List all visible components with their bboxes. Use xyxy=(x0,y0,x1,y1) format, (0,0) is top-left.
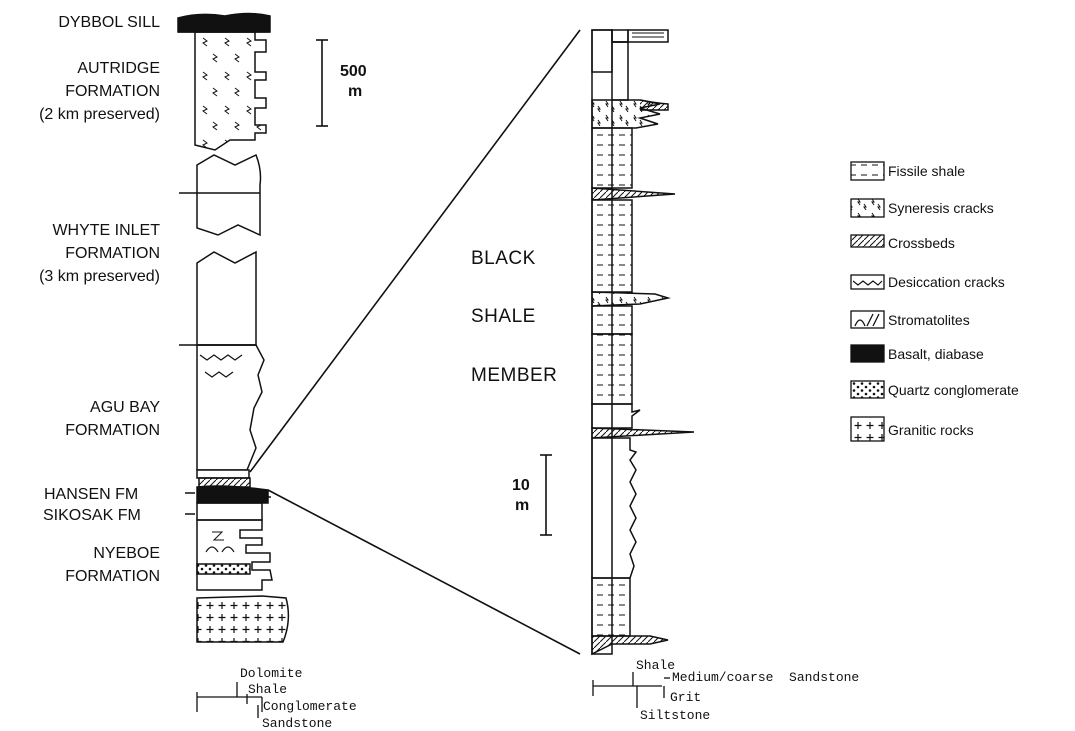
axis-r-siltstone-label: Siltstone xyxy=(640,708,711,723)
hansen-basalt-bed xyxy=(196,485,269,504)
axis-dolomite-label: Dolomite xyxy=(240,666,303,681)
right-stratigraphic-column xyxy=(591,29,695,656)
agu-bay-top-sandstone xyxy=(196,469,250,479)
autridge-formation-word: FORMATION xyxy=(65,83,160,100)
legend-syneresis-label: Syneresis cracks xyxy=(888,200,994,216)
nyeboe-formation-word: FORMATION xyxy=(65,568,160,585)
fissile-shale-interval-4 xyxy=(591,333,633,405)
stromatolite-lens xyxy=(198,477,251,488)
legend-syneresis-swatch xyxy=(850,198,885,218)
crossbed-base-bed xyxy=(591,635,669,656)
agu-bay-formation-label: AGU BAY FORMATION xyxy=(65,396,160,442)
legend-conglomerate-swatch xyxy=(850,380,885,399)
legend-basalt-swatch xyxy=(850,344,885,363)
dybbol-sill-bed xyxy=(177,12,271,33)
axis-conglomerate-label: Conglomerate xyxy=(263,699,357,714)
stromatolites-marks xyxy=(205,546,235,553)
autridge-formation-bed xyxy=(194,31,267,151)
autridge-formation-label: AUTRIDGE FORMATION (2 km preserved) xyxy=(39,57,160,126)
nyeboe-name: NYEBOE xyxy=(93,545,160,562)
legend-basalt-label: Basalt, diabase xyxy=(888,346,984,362)
axis-r-shale-label: Shale xyxy=(636,658,676,673)
fissile-shale-interval-5 xyxy=(591,577,631,637)
legend-stromatolites-label: Stromatolites xyxy=(888,312,970,328)
sikosak-formation-bed xyxy=(196,502,263,521)
left-texture-axis xyxy=(196,682,263,718)
scale-500-value: 500 xyxy=(340,63,367,80)
black-shale-member-label-3: MEMBER xyxy=(471,365,558,386)
whyte-inlet-lower-bed xyxy=(196,250,257,346)
syneresis-stringer xyxy=(591,291,671,307)
expansion-lines xyxy=(249,29,581,655)
whyte-inlet-thickness: (3 km preserved) xyxy=(39,268,160,285)
agu-bay-name: AGU BAY xyxy=(90,399,160,416)
fissile-shale-interval-3 xyxy=(591,305,633,335)
axis-shale-label: Shale xyxy=(248,682,288,697)
scale-500-unit: m xyxy=(348,83,363,100)
hansen-fm-label: HANSEN FM xyxy=(44,486,139,503)
whyte-inlet-formation-word: FORMATION xyxy=(65,245,160,262)
nyeboe-formation-bed xyxy=(196,519,273,591)
legend-fissile-shale-label: Fissile shale xyxy=(888,163,966,179)
crossbeds-marks xyxy=(212,531,224,541)
whyte-inlet-formation-label: WHYTE INLET FORMATION (3 km preserved) xyxy=(39,219,160,288)
crossbed-stringer-1 xyxy=(591,187,676,201)
black-shale-member-label-2: SHALE xyxy=(471,306,536,327)
scale-500m-label: 500 m xyxy=(340,62,367,102)
fissile-shale-interval-1 xyxy=(591,127,633,189)
scale-bar-10m xyxy=(540,454,552,536)
siltstone-interval xyxy=(591,437,638,579)
legend-granitic-swatch xyxy=(850,416,885,442)
legend-desiccation-label: Desiccation cracks xyxy=(888,274,1005,290)
nyeboe-formation-label: NYEBOE FORMATION xyxy=(65,542,160,588)
right-texture-axis xyxy=(592,672,670,708)
agu-bay-formation-word: FORMATION xyxy=(65,422,160,439)
scale-bar-500m xyxy=(316,39,328,127)
fissile-shale-interval-2 xyxy=(591,199,633,293)
legend-desiccation-swatch xyxy=(850,274,885,290)
axis-sandstone-label: Sandstone xyxy=(262,716,333,731)
legend-conglomerate-label: Quartz conglomerate xyxy=(888,382,1019,398)
legend-crossbeds-swatch xyxy=(850,234,885,248)
black-shale-member-label-1: BLACK xyxy=(471,248,536,269)
granitic-basement xyxy=(196,595,290,643)
dybbol-sill-label: DYBBOL SILL xyxy=(58,14,160,31)
legend-fissile-shale-swatch xyxy=(850,161,885,181)
legend-crossbeds-label: Crossbeds xyxy=(888,235,955,251)
left-stratigraphic-column xyxy=(177,12,290,643)
desiccation-cracks-marks xyxy=(199,354,243,378)
whyte-inlet-name: WHYTE INLET xyxy=(52,222,160,239)
autridge-thickness: (2 km preserved) xyxy=(39,106,160,123)
autridge-name: AUTRIDGE xyxy=(77,60,160,77)
axis-r-grit-label: Grit xyxy=(670,690,702,705)
scale-10m-label: 10 m xyxy=(512,476,530,516)
agu-bay-formation-bed xyxy=(196,344,265,471)
quartz-conglomerate-bed xyxy=(196,563,251,575)
scale-10-value: 10 xyxy=(512,477,530,494)
legend-stromatolites-swatch xyxy=(850,310,885,329)
whyte-inlet-upper-bed xyxy=(196,153,262,237)
legend-granitic-label: Granitic rocks xyxy=(888,422,974,438)
legend-swatches xyxy=(850,161,885,442)
crossbed-stringer-2 xyxy=(591,427,695,439)
sikosak-fm-label: SIKOSAK FM xyxy=(43,507,141,524)
axis-r-sandstone-label: Medium/coarse Sandstone xyxy=(672,670,860,685)
scale-10-unit: m xyxy=(515,497,530,514)
